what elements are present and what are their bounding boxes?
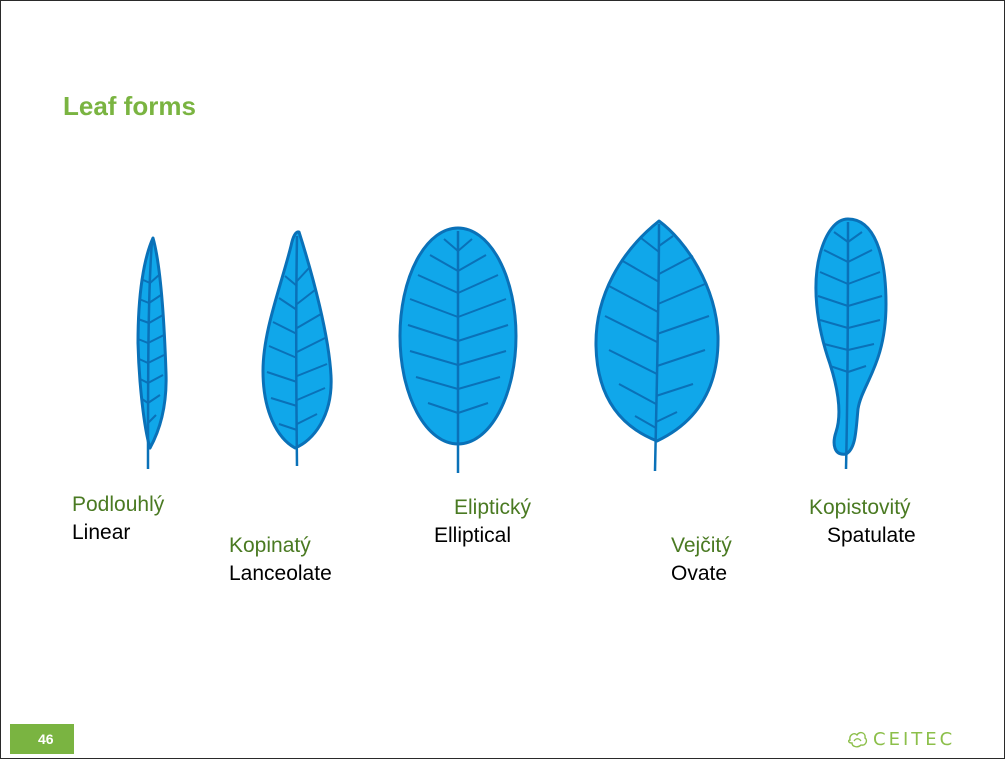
leaf-czech-name: Eliptický: [454, 496, 532, 519]
leaf-english-name: Ovate: [671, 562, 728, 585]
leaf-english-name: Elliptical: [434, 524, 512, 547]
leaf-czech-name: Vejčitý: [671, 534, 732, 557]
leaf-czech-name: Podlouhlý: [72, 493, 165, 516]
spatulate-leaf-illustration: [814, 217, 888, 470]
ceitec-logo: CEITEC: [847, 725, 955, 753]
lanceolate-leaf-illustration: [261, 230, 333, 467]
leaf-english-name: Lanceolate: [229, 562, 332, 585]
linear-leaf-illustration: [136, 236, 168, 470]
leaf-english-name: Spatulate: [827, 524, 916, 547]
leaf-label-spatulate: Kopistovitý Spatulate: [809, 494, 916, 550]
ceitec-emblem-icon: [848, 731, 868, 748]
leaf-czech-name: Kopinatý: [229, 534, 311, 557]
leaf-czech-name: Kopistovitý: [809, 496, 911, 519]
slide-title: Leaf forms: [63, 91, 196, 121]
leaf-label-ovate: Vejčitý Ovate: [671, 532, 732, 588]
leaf-english-name: Linear: [72, 521, 131, 544]
page-number-badge: 46: [10, 724, 74, 754]
ceitec-logo-text: CEITEC: [873, 728, 956, 750]
leaf-label-linear: Podlouhlý Linear: [72, 491, 164, 547]
leaf-label-lanceolate: Kopinatý Lanceolate: [229, 532, 332, 588]
ovate-leaf-illustration: [594, 219, 720, 472]
elliptical-leaf-illustration: [398, 226, 518, 473]
leaf-label-elliptical: Eliptický Elliptical: [434, 494, 531, 550]
